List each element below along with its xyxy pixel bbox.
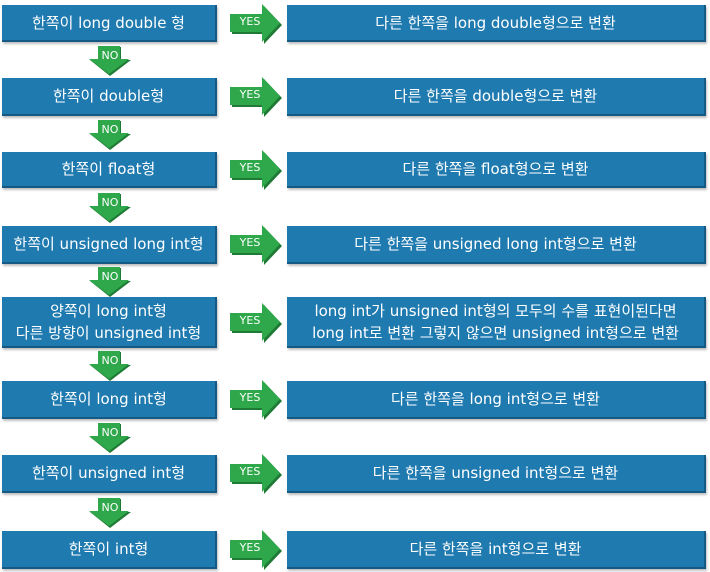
result-text: long int가 unsigned int형의 모두의 수를 표현이된다면 l… bbox=[312, 301, 679, 342]
condition-text: 양쪽이 long int형 다른 방향이 unsigned int형 bbox=[15, 301, 202, 342]
condition-box-2: 한쪽이 double형 bbox=[2, 78, 217, 116]
no-arrow-1 bbox=[89, 46, 131, 76]
condition-text: 한쪽이 unsigned long int형 bbox=[13, 235, 204, 253]
condition-text: 한쪽이 int형 bbox=[68, 540, 149, 558]
condition-box-3: 한쪽이 float형 bbox=[2, 152, 217, 188]
result-box-7: 다른 한쪽을 unsigned int형으로 변환 bbox=[287, 455, 706, 493]
result-box-6: 다른 한쪽을 long int형으로 변환 bbox=[287, 381, 706, 419]
result-box-5: long int가 unsigned int형의 모두의 수를 표현이된다면 l… bbox=[287, 297, 706, 348]
condition-box-7: 한쪽이 unsigned int형 bbox=[2, 455, 217, 493]
condition-text: 한쪽이 long double 형 bbox=[31, 13, 185, 32]
result-box-4: 다른 한쪽을 unsigned long int형으로 변환 bbox=[287, 226, 706, 264]
result-box-1: 다른 한쪽을 long double형으로 변환 bbox=[287, 5, 706, 42]
condition-text: 한쪽이 double형 bbox=[52, 87, 165, 105]
no-arrow-3 bbox=[89, 193, 131, 223]
condition-box-1: 한쪽이 long double 형 bbox=[2, 5, 217, 42]
yes-arrow-5 bbox=[230, 302, 282, 343]
result-box-8: 다른 한쪽을 int형으로 변환 bbox=[287, 531, 706, 569]
no-arrow-2 bbox=[89, 120, 131, 150]
condition-text: 한쪽이 long int형 bbox=[50, 390, 167, 408]
no-arrow-5 bbox=[89, 351, 131, 381]
condition-box-6: 한쪽이 long int형 bbox=[2, 381, 217, 419]
result-text: 다른 한쪽을 unsigned int형으로 변환 bbox=[372, 464, 619, 482]
condition-box-4: 한쪽이 unsigned long int형 bbox=[2, 226, 217, 264]
result-text: 다른 한쪽을 double형으로 변환 bbox=[393, 87, 598, 105]
yes-arrow-4 bbox=[230, 225, 282, 265]
no-arrow-6 bbox=[89, 423, 131, 453]
no-arrow-4 bbox=[89, 267, 131, 297]
result-text: 다른 한쪽을 float형으로 변환 bbox=[402, 160, 589, 178]
result-text: 다른 한쪽을 long double형으로 변환 bbox=[375, 13, 616, 32]
yes-arrow-7 bbox=[230, 454, 282, 494]
condition-box-8: 한쪽이 int형 bbox=[2, 531, 217, 569]
result-text: 다른 한쪽을 long int형으로 변환 bbox=[390, 390, 600, 408]
result-text: 다른 한쪽을 unsigned long int형으로 변환 bbox=[354, 235, 637, 253]
yes-arrow-8 bbox=[230, 530, 282, 570]
yes-arrow-6 bbox=[230, 380, 282, 420]
result-text: 다른 한쪽을 int형으로 변환 bbox=[409, 540, 582, 558]
yes-arrow-3 bbox=[230, 150, 282, 190]
yes-arrow-1 bbox=[230, 3, 282, 44]
result-box-2: 다른 한쪽을 double형으로 변환 bbox=[287, 78, 706, 116]
no-arrow-7 bbox=[89, 498, 131, 528]
condition-box-5: 양쪽이 long int형 다른 방향이 unsigned int형 bbox=[2, 297, 217, 348]
result-box-3: 다른 한쪽을 float형으로 변환 bbox=[287, 152, 706, 188]
condition-text: 한쪽이 float형 bbox=[61, 160, 156, 178]
yes-arrow-2 bbox=[230, 77, 282, 117]
condition-text: 한쪽이 unsigned int형 bbox=[31, 464, 186, 482]
